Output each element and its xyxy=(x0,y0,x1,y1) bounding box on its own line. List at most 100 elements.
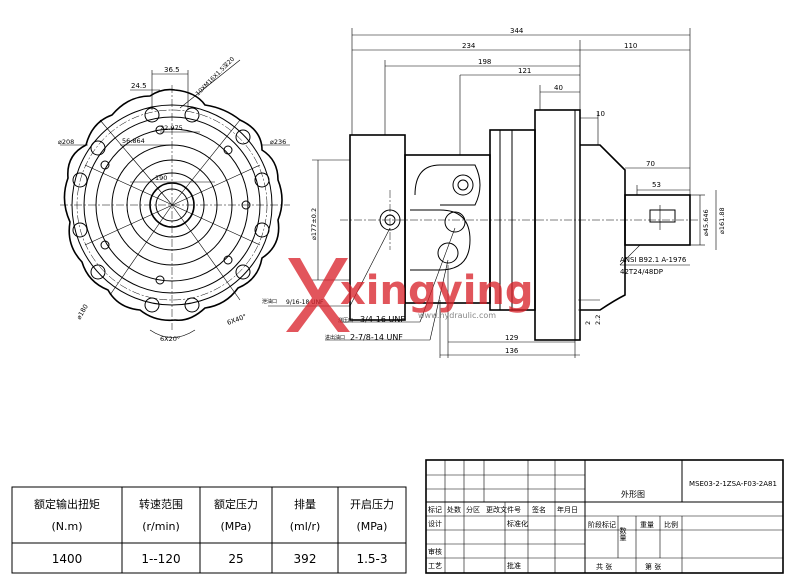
bolt-hole xyxy=(184,297,200,313)
dim-22-975: 22.975 xyxy=(160,124,183,132)
bolt-hole xyxy=(72,222,88,238)
dim-10: 10 xyxy=(596,110,605,118)
bolt-hole xyxy=(235,264,251,280)
dim-129: 129 xyxy=(505,334,518,342)
dim-177: ⌀177±0.2 xyxy=(310,208,318,240)
watermark-site: www.hydraulic.com xyxy=(418,311,496,320)
tapped-hole xyxy=(155,275,165,285)
output-flange xyxy=(580,144,626,311)
bolt-hole xyxy=(144,297,160,313)
spec-value-displacement: 392 xyxy=(294,552,317,566)
spec-header-pressure: 额定压力 xyxy=(214,497,258,511)
port-hole-inner xyxy=(457,179,469,191)
tb-row-label-sign: 签名 xyxy=(532,505,546,514)
tb-title: 外形图 xyxy=(621,489,645,499)
bolt-hole xyxy=(90,264,106,280)
port-2-label: 测压口 xyxy=(338,317,353,324)
tb-row-label-date: 年月日 xyxy=(557,505,578,514)
tb-row-label-zone: 分区 xyxy=(466,505,480,514)
watermark-logo-x xyxy=(286,258,350,332)
spline-spec-2: 42T24/48DP xyxy=(620,268,663,276)
dim-40: 40 xyxy=(554,84,563,92)
tb-row-label-change: 更改文件号 xyxy=(486,505,521,514)
watermark: xingying www.hydraulic.com xyxy=(286,258,534,332)
dim-53: 53 xyxy=(652,181,661,189)
spec-unit-torque: (N.m) xyxy=(51,520,82,533)
dim-phi-161: ⌀161.88 xyxy=(718,207,726,234)
tapped-hole xyxy=(100,160,110,170)
port-hole xyxy=(452,174,474,196)
tapped-hole xyxy=(223,145,233,155)
tb-review: 审核 xyxy=(428,547,442,556)
dim-344: 344 xyxy=(510,27,524,35)
spec-value-opening: 1.5-3 xyxy=(356,552,387,566)
dim-phi-45: ⌀45.646 xyxy=(702,209,710,236)
tb-process: 工艺 xyxy=(428,562,442,570)
bolt-hole xyxy=(235,129,251,145)
dim-121: 121 xyxy=(518,67,531,75)
dim-6x40: 6X40° xyxy=(226,312,248,326)
spline-spec-1: ANSI B92.1 A-1976 xyxy=(620,256,687,264)
bolt-hole xyxy=(90,140,106,156)
dim-198: 198 xyxy=(478,58,491,66)
tapped-hole xyxy=(100,240,110,250)
bolt-hole xyxy=(72,172,88,188)
front-view: 36.5 24.5 10XM16X1.5深20 56.864 22.975 19… xyxy=(58,55,290,343)
spec-header-torque: 额定输出扭矩 xyxy=(34,497,100,511)
dim-2: 2 xyxy=(584,321,592,325)
port-3-label: 进出油口 xyxy=(325,334,345,341)
port-boss xyxy=(414,164,481,206)
dim-phi-208: ⌀208 xyxy=(58,138,74,146)
tb-design: 设计 xyxy=(428,519,442,528)
port-hole xyxy=(437,242,459,264)
spec-value-pressure: 25 xyxy=(228,552,243,566)
dim-136: 136 xyxy=(505,347,519,355)
tapped-hole xyxy=(155,125,165,135)
bolt-hole xyxy=(184,107,200,123)
tb-quantity: 数量 xyxy=(619,526,627,541)
dim-bolt-circle: 10XM16X1.5深20 xyxy=(194,55,236,97)
port-3-thread: 2-7/8-14 UNF xyxy=(350,333,403,342)
dim-190: 190 xyxy=(155,174,167,182)
port-1-thread: 9/16-18 UNF xyxy=(286,299,324,306)
side-view: 344 234 110 198 121 40 10 70 53 xyxy=(262,27,726,358)
tb-row-label-count: 处数 xyxy=(447,505,461,514)
bolt-hole xyxy=(254,172,270,188)
spec-value-speed: 1--120 xyxy=(141,552,180,566)
port-hole xyxy=(444,211,466,233)
tb-row-label-mark: 标记 xyxy=(428,505,442,514)
bolt-hole xyxy=(144,107,160,123)
tb-sheet-no: 第 张 xyxy=(645,562,661,571)
dim-36-5: 36.5 xyxy=(164,66,180,74)
flange-bolt-holes xyxy=(72,107,270,313)
spec-header-opening: 开启压力 xyxy=(350,498,394,511)
dim-phi-236: ⌀236 xyxy=(270,138,286,146)
dim-110: 110 xyxy=(624,42,637,50)
tb-standardize: 标准化 xyxy=(507,519,528,528)
spec-table: 额定输出扭矩 (N.m) 转速范围 (r/min) 额定压力 (MPa) 排量 … xyxy=(11,486,407,574)
dim-70: 70 xyxy=(646,160,655,168)
watermark-brand: xingying xyxy=(340,268,534,314)
top-dimensions: 344 234 110 198 121 40 10 70 53 xyxy=(351,27,691,195)
spec-unit-speed: (r/min) xyxy=(142,520,180,533)
bolt-hole xyxy=(254,222,270,238)
tb-total-sheets: 共 张 xyxy=(596,562,612,571)
tb-scale: 比例 xyxy=(664,520,678,529)
port-1-label: 泄油口 xyxy=(262,298,277,305)
tb-stage-mark: 阶段标记 xyxy=(588,520,616,529)
shaft-key xyxy=(649,209,676,223)
main-flange xyxy=(534,109,581,341)
port-2-thread: 3/4-16 UNF xyxy=(360,315,405,324)
spec-unit-displacement: (ml/r) xyxy=(290,520,321,533)
tb-approve: 批准 xyxy=(507,561,521,570)
dim-2-2: 2.2 xyxy=(594,315,602,325)
port-boss-lower xyxy=(410,209,471,271)
tb-part-number: MSE03-2-1ZSA-F03-2A81 xyxy=(689,480,777,488)
tb-weight: 重量 xyxy=(640,521,654,529)
dim-56-864: 56.864 xyxy=(122,137,145,145)
spec-value-torque: 1400 xyxy=(52,552,83,566)
spec-header-displacement: 排量 xyxy=(294,497,316,511)
dim-234: 234 xyxy=(462,42,476,50)
tapped-hole xyxy=(223,255,233,265)
